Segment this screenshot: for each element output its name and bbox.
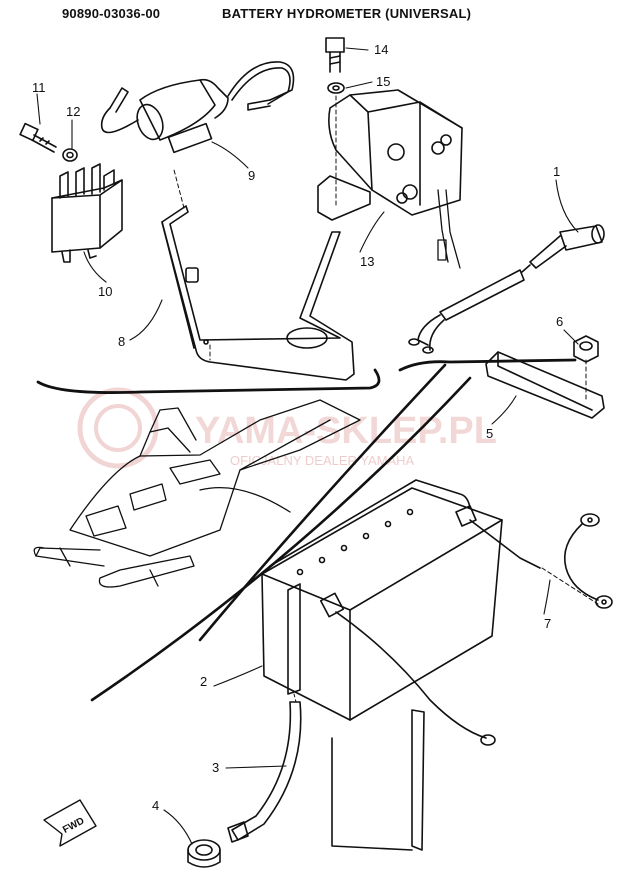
callout-4: 4 bbox=[152, 798, 159, 813]
callout-numbers: 1 2 3 4 5 6 7 8 9 10 11 12 13 14 15 bbox=[32, 42, 563, 813]
snowmobile-illustration bbox=[33, 399, 361, 588]
watermark-tagline: OFICJALNY DEALER YAMAHA bbox=[230, 453, 415, 468]
callout-14: 14 bbox=[374, 42, 388, 57]
part-2-battery bbox=[261, 479, 541, 851]
callout-2: 2 bbox=[200, 674, 207, 689]
part-15-washer bbox=[327, 82, 345, 94]
part-number: 90890-03036-00 bbox=[62, 6, 161, 21]
callout-12: 12 bbox=[66, 104, 80, 119]
part-1-sensor bbox=[408, 224, 605, 354]
part-5-strap bbox=[485, 351, 605, 419]
fwd-arrow-icon: FWD bbox=[43, 799, 97, 847]
part-10-rectifier bbox=[51, 163, 123, 263]
part-4-grommet bbox=[187, 839, 221, 868]
diagram-title: BATTERY HYDROMETER (UNIVERSAL) bbox=[222, 6, 472, 21]
callout-6: 6 bbox=[556, 314, 563, 329]
callout-1: 1 bbox=[553, 164, 560, 179]
part-13-starter-relay bbox=[317, 89, 463, 269]
part-14-bolt bbox=[325, 37, 345, 73]
part-8-bracket bbox=[161, 169, 355, 381]
callout-13: 13 bbox=[360, 254, 374, 269]
watermark: YAMA-SKLEP.PL OFICJALNY DEALER YAMAHA bbox=[77, 387, 497, 469]
watermark-brand: YAMA-SKLEP.PL bbox=[195, 410, 497, 452]
part-6-nut bbox=[573, 335, 599, 363]
callout-3: 3 bbox=[212, 760, 219, 775]
part-7-lead bbox=[541, 513, 613, 609]
callout-11: 11 bbox=[32, 80, 46, 95]
part-12-washer bbox=[62, 148, 78, 162]
part-11-bolt bbox=[19, 122, 57, 153]
callout-5: 5 bbox=[486, 426, 493, 441]
part-3-breather-tube bbox=[227, 693, 302, 843]
callout-8: 8 bbox=[118, 334, 125, 349]
callout-7: 7 bbox=[544, 616, 551, 631]
part-9-coil bbox=[100, 61, 295, 154]
callout-15: 15 bbox=[376, 74, 390, 89]
callout-10: 10 bbox=[98, 284, 112, 299]
callout-9: 9 bbox=[248, 168, 255, 183]
